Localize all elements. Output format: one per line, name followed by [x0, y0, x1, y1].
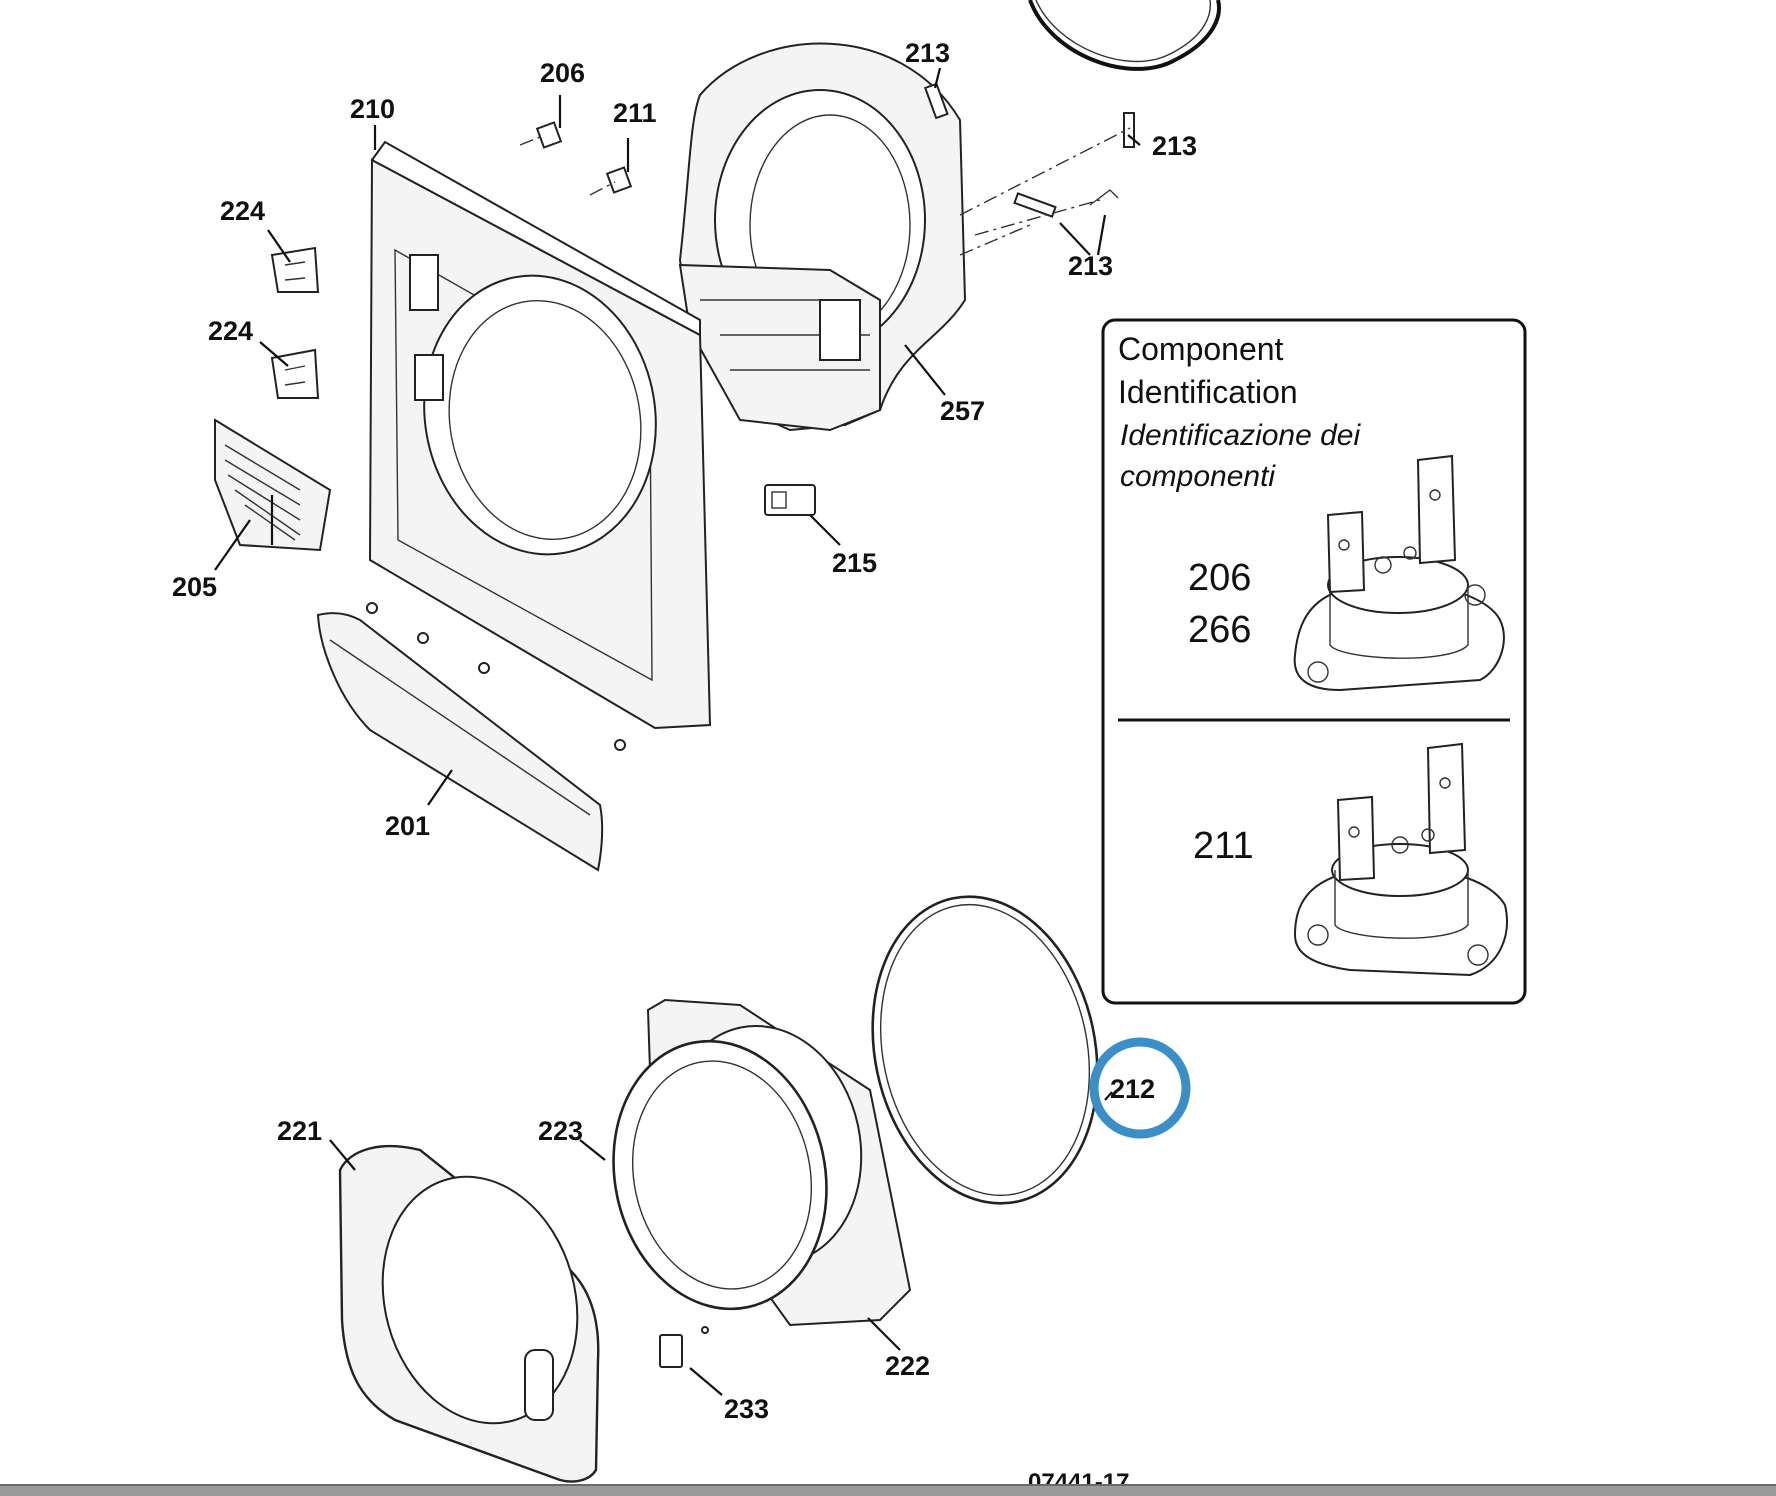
component-identification-box: Component Identification Identificazione… — [1101, 318, 1527, 1005]
callout-210: 210 — [350, 94, 395, 124]
bracket-213-right — [1123, 112, 1135, 148]
callout-224-lower: 224 — [208, 316, 253, 346]
callout-222: 222 — [885, 1351, 930, 1381]
thermostat-211-small — [589, 166, 633, 196]
drive-belt — [1028, 0, 1221, 71]
callout-257: 257 — [940, 396, 985, 426]
callout-224-upper: 224 — [220, 196, 265, 226]
lint-filter — [214, 418, 332, 552]
thermostat-206-266-illustration — [1293, 454, 1505, 692]
door-seal — [612, 1039, 828, 1311]
legend-num-211: 211 — [1193, 825, 1254, 867]
legend-subtitle-line1: Identificazione dei — [1120, 419, 1361, 452]
hinge-224-upper — [270, 246, 320, 293]
thermostat-211-illustration — [1293, 742, 1508, 977]
thermostat-206-small — [519, 121, 563, 149]
door-outer — [338, 1144, 600, 1483]
bracket-213-top — [923, 82, 949, 120]
callout-223: 223 — [538, 1116, 583, 1146]
callout-201: 201 — [385, 811, 430, 841]
kick-panel — [316, 612, 604, 872]
callout-206: 206 — [540, 58, 585, 88]
callout-213-lower: 213 — [1068, 251, 1113, 281]
rear-drum-housing — [678, 42, 967, 432]
legend-title-line1: Component — [1118, 331, 1284, 367]
callout-213-top: 213 — [905, 38, 950, 68]
bottom-scroll-bar[interactable] — [0, 1484, 1776, 1496]
door-switch — [764, 484, 816, 516]
front-panel — [368, 140, 712, 730]
highlight-ring-212 — [1089, 1037, 1191, 1139]
callout-221: 221 — [277, 1116, 322, 1146]
door-glass — [871, 895, 1099, 1205]
bracket-213-lower — [1013, 189, 1119, 218]
legend-title-line2: Identification — [1118, 374, 1298, 410]
leader-lines — [214, 67, 1141, 1396]
callout-233: 233 — [724, 1394, 769, 1424]
legend-num-266: 266 — [1188, 609, 1251, 651]
callout-213-right: 213 — [1152, 131, 1197, 161]
callout-labels: 206 210 211 213 213 213 224 224 257 215 … — [172, 38, 1197, 1424]
legend-subtitle-line2: componenti — [1120, 460, 1276, 493]
callout-215: 215 — [832, 548, 877, 578]
callout-212: 212 — [1110, 1074, 1155, 1104]
door-latch — [659, 1326, 709, 1368]
callout-205: 205 — [172, 572, 217, 602]
screws — [366, 602, 626, 751]
legend-num-206: 206 — [1188, 557, 1251, 599]
callout-211: 211 — [613, 98, 657, 128]
